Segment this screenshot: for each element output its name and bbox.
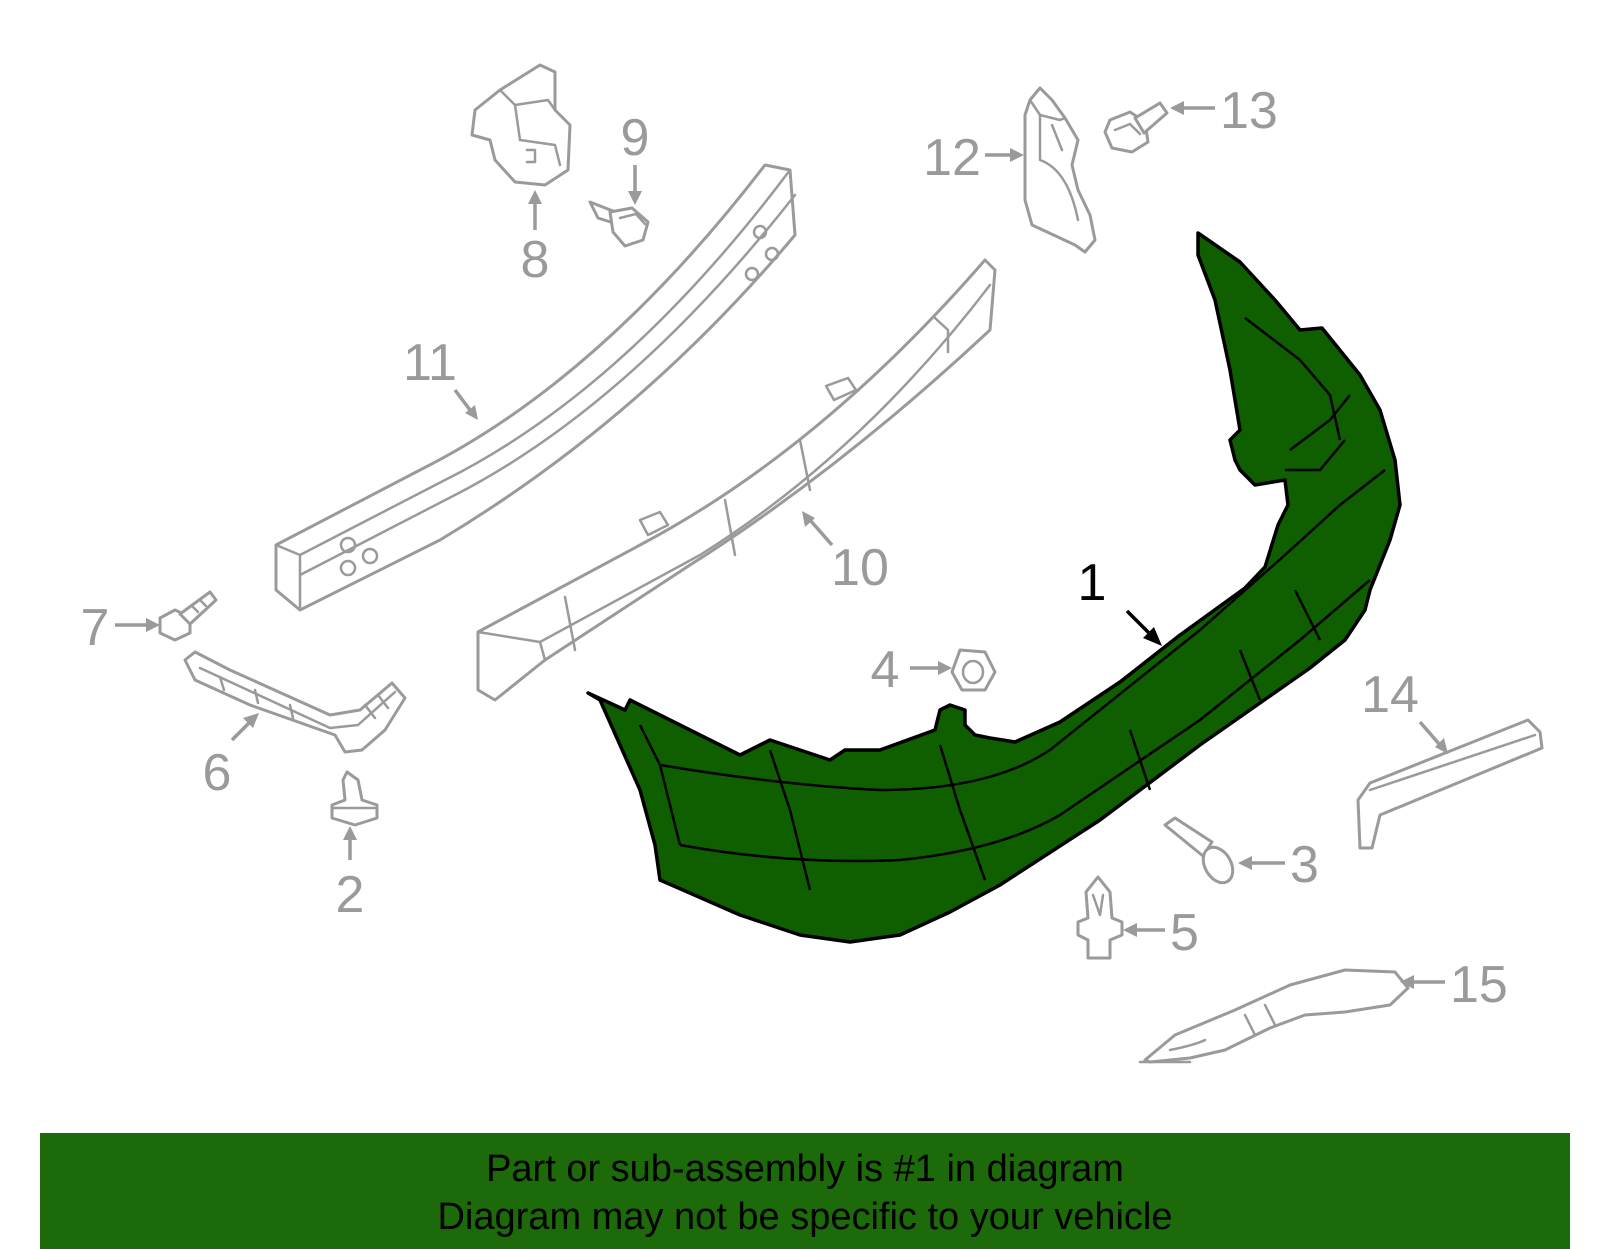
callout-12[interactable]: 12 bbox=[923, 129, 981, 187]
callout-4[interactable]: 4 bbox=[871, 641, 900, 699]
reinforcement-beam-part[interactable] bbox=[274, 163, 797, 612]
banner-line-1: Part or sub-assembly is #1 in diagram bbox=[486, 1148, 1124, 1190]
mount-bracket-part[interactable] bbox=[470, 63, 572, 187]
clip-part[interactable] bbox=[1076, 875, 1124, 960]
nut-part[interactable] bbox=[950, 648, 997, 692]
bumper-cover-shape bbox=[586, 231, 1402, 944]
callout-labels: 1 2 3 4 5 6 7 8 9 10 11 12 13 14 15 bbox=[81, 82, 1508, 1014]
bolt-3-part[interactable] bbox=[1163, 816, 1239, 888]
side-bracket-part[interactable] bbox=[183, 650, 407, 754]
leader-arrows bbox=[115, 101, 1448, 989]
callout-10[interactable]: 10 bbox=[831, 539, 889, 597]
callout-7[interactable]: 7 bbox=[81, 599, 110, 657]
callout-6[interactable]: 6 bbox=[203, 744, 232, 802]
disclaimer-banner: Part or sub-assembly is #1 in diagram Di… bbox=[40, 1133, 1570, 1249]
callout-1[interactable]: 1 bbox=[1078, 554, 1107, 612]
parts-diagram: 1 2 3 4 5 6 7 8 9 10 11 12 13 14 15 bbox=[81, 63, 1544, 1064]
callout-3[interactable]: 3 bbox=[1290, 836, 1319, 894]
callout-11[interactable]: 11 bbox=[403, 334, 457, 392]
callout-9[interactable]: 9 bbox=[621, 109, 650, 167]
screw-7-part[interactable] bbox=[158, 590, 218, 642]
push-pin-part[interactable] bbox=[330, 770, 379, 827]
bolt-9-part[interactable] bbox=[588, 200, 650, 248]
lower-trim-part[interactable] bbox=[1138, 968, 1410, 1064]
callout-13[interactable]: 13 bbox=[1220, 82, 1278, 140]
callout-2[interactable]: 2 bbox=[336, 866, 365, 924]
reflector-part[interactable] bbox=[1356, 718, 1544, 850]
upper-bracket-part[interactable] bbox=[1023, 86, 1097, 254]
callout-15[interactable]: 15 bbox=[1450, 956, 1508, 1014]
callout-5[interactable]: 5 bbox=[1170, 904, 1199, 962]
bolt-13-part[interactable] bbox=[1103, 101, 1169, 154]
bumper-cover-part[interactable] bbox=[586, 231, 1402, 944]
callout-8[interactable]: 8 bbox=[521, 231, 550, 289]
callout-14[interactable]: 14 bbox=[1361, 666, 1419, 724]
banner-line-2: Diagram may not be specific to your vehi… bbox=[437, 1196, 1173, 1238]
energy-absorber-part[interactable] bbox=[476, 258, 997, 702]
